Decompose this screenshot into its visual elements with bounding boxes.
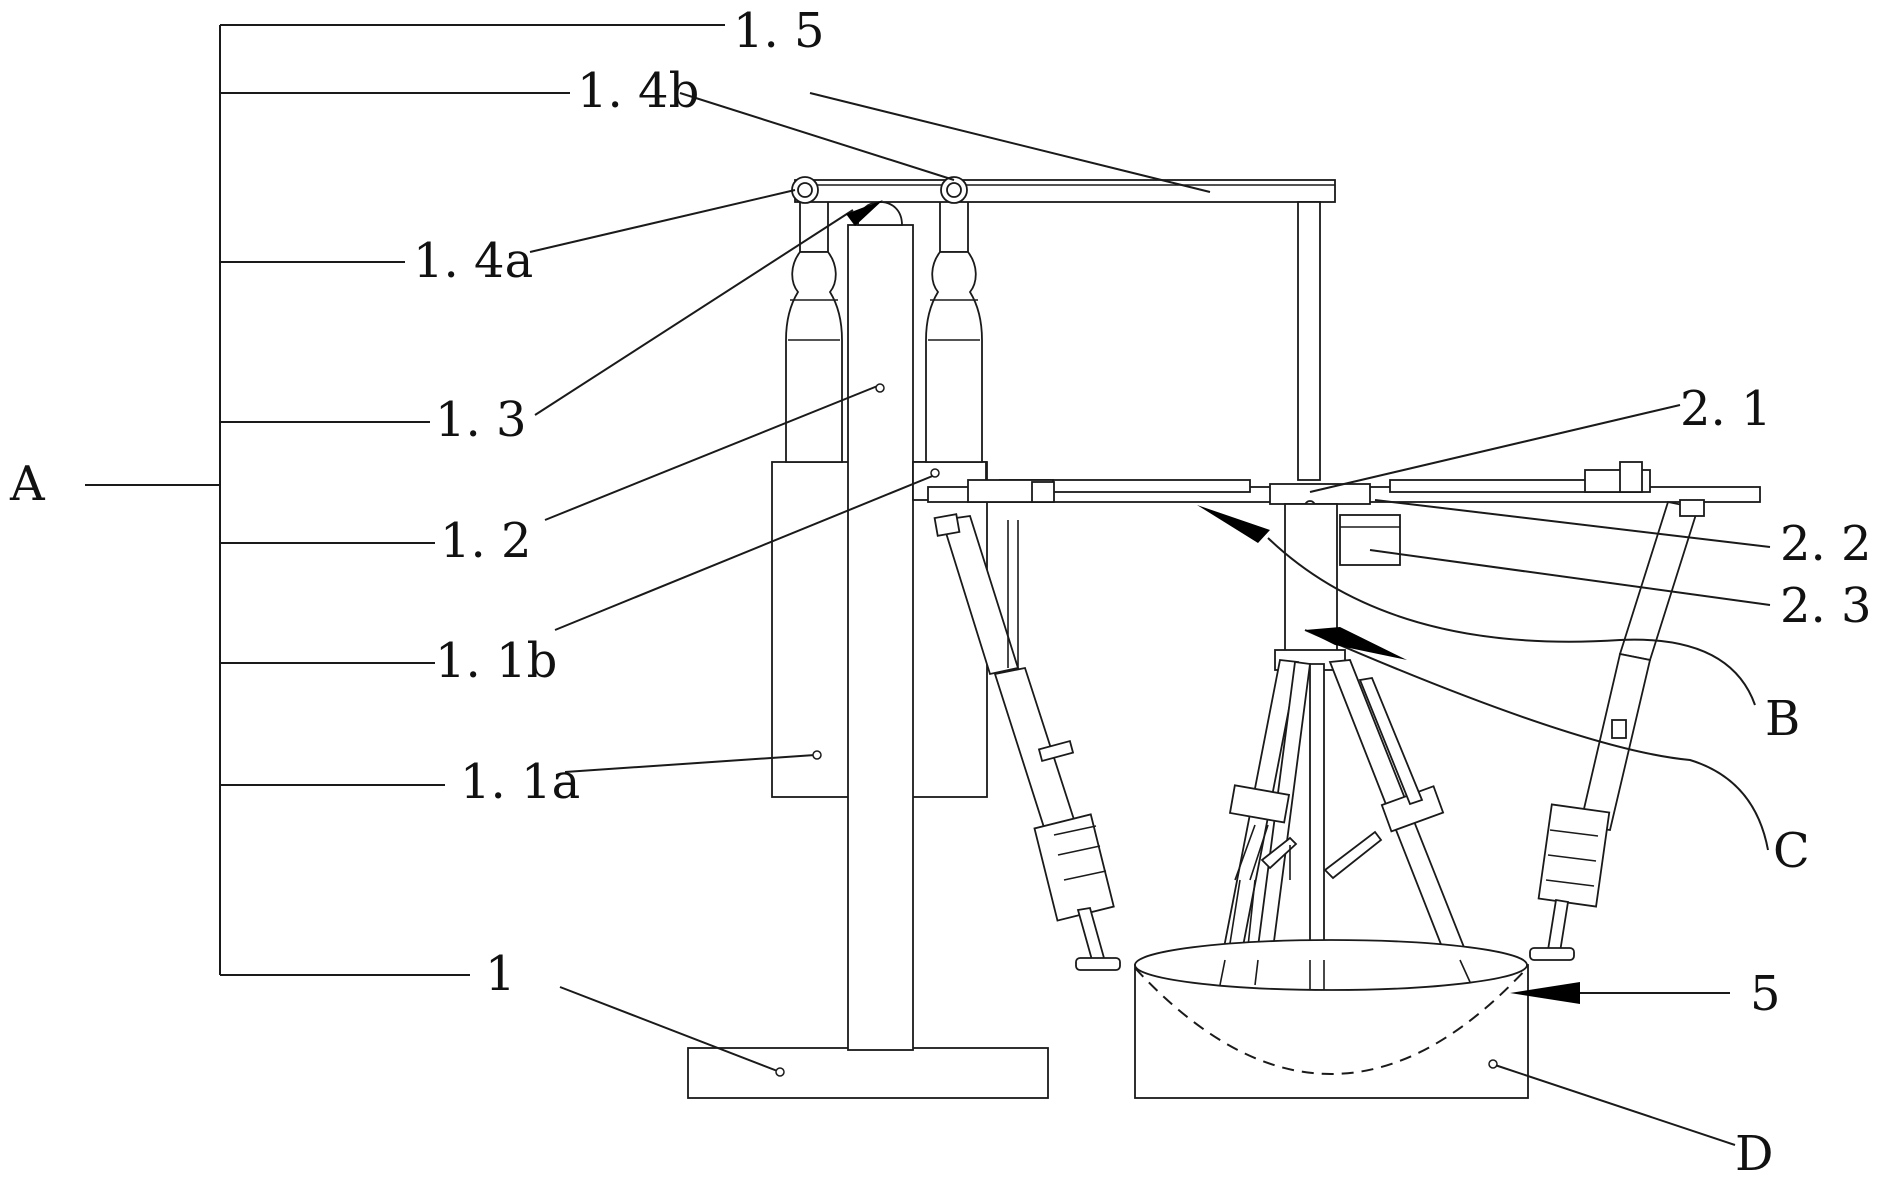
- label-1: 1: [485, 946, 516, 1002]
- label-1-4a: 1. 4a: [413, 233, 533, 289]
- label-2-3: 2. 3: [1780, 578, 1872, 634]
- label-1-1a: 1. 1a: [460, 754, 580, 810]
- label-1-2: 1. 2: [440, 513, 532, 569]
- label-b: B: [1765, 691, 1800, 747]
- base-plate: [688, 1048, 1048, 1098]
- label-c: C: [1773, 823, 1810, 879]
- central-tripod: [1220, 650, 1475, 990]
- label-1-4b: 1. 4b: [577, 63, 699, 119]
- top-beam: [795, 180, 1335, 202]
- right-strut: [926, 192, 982, 462]
- label-a: A: [9, 456, 46, 512]
- vertical-column: [848, 202, 913, 1050]
- label-1-3: 1. 3: [435, 392, 527, 448]
- left-strut: [786, 192, 842, 462]
- label-2-1: 2. 1: [1680, 381, 1772, 437]
- bracket-a: [85, 25, 725, 975]
- label-1-5: 1. 5: [733, 3, 825, 59]
- label-2-2: 2. 2: [1780, 516, 1872, 572]
- label-d: D: [1735, 1126, 1773, 1182]
- pulley-right: [941, 177, 967, 203]
- pulley-left: [792, 177, 818, 203]
- right-actuator-leg: [1530, 500, 1704, 960]
- label-5: 5: [1750, 966, 1781, 1022]
- motor: [1340, 515, 1400, 565]
- vertical-post: [1298, 202, 1320, 480]
- label-1-1b: 1. 1b: [435, 633, 557, 689]
- arrowhead-b: [1197, 505, 1270, 543]
